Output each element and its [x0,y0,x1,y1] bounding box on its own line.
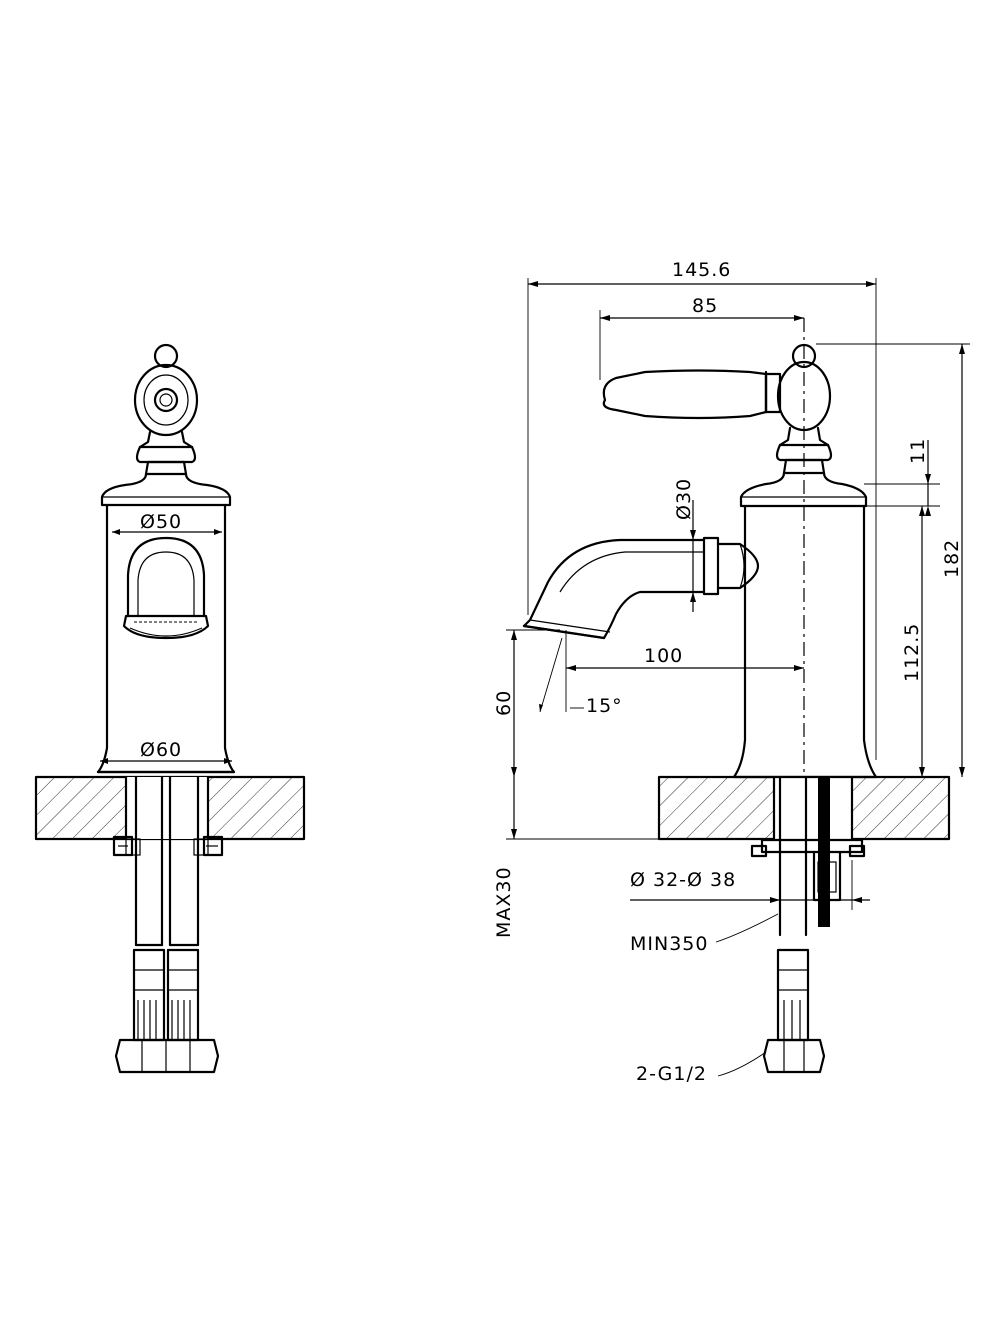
mounting-hardware-side [750,775,866,1074]
spout-side [522,536,760,640]
dim-width-85: 85 [599,295,804,380]
dim-width-100: 100 [566,645,804,671]
side-view: 145.6 85 Ø30 100 15° [493,259,970,1085]
body-side [732,504,878,779]
dim-diameter-50: Ø50 [112,511,222,535]
supply-pipes-front [112,775,224,1074]
label-h182: 182 [941,539,963,578]
label-h60: 60 [493,690,515,716]
handle-knob-front [133,343,199,476]
label-d32-38: Ø 32-Ø 38 [630,869,736,891]
label-h112: 112.5 [901,623,923,682]
dim-angle-15: 15° [539,630,623,717]
body-cap-side [739,471,868,508]
label-w100: 100 [644,645,683,667]
label-w85: 85 [692,295,718,317]
label-h11: 11 [907,438,929,464]
dim-diameter-32-38: Ø 32-Ø 38 [630,860,870,910]
dim-width-145-6: 145.6 [527,259,877,760]
body-cap-front [100,472,232,507]
label-d30: Ø30 [673,478,695,520]
label-a15: 15° [586,695,623,717]
dim-height-11: 11 [864,438,940,516]
front-view: Ø50 Ø60 [34,343,306,1074]
dim-diameter-60: Ø60 [100,739,232,764]
label-d60: Ø60 [140,739,182,761]
label-w145: 145.6 [672,259,731,281]
leader-min-350: MIN350 [630,913,779,955]
dim-diameter-30: Ø30 [673,478,696,612]
dim-height-112-5: 112.5 [901,506,925,777]
dim-height-182: 182 [816,343,970,777]
label-d50: Ø50 [140,511,182,533]
dim-max-30: MAX30 [493,777,659,938]
label-thread: 2-G1/2 [636,1063,707,1085]
label-max30: MAX30 [493,866,515,938]
label-min350: MIN350 [630,933,708,955]
leader-thread: 2-G1/2 [636,1051,767,1085]
body-front [96,503,236,774]
spout-front [122,536,210,640]
handle-lever-side [602,343,833,475]
countertop-right [657,775,951,841]
hose-ribs-front [134,969,198,1040]
dim-height-60: 60 [493,629,560,777]
